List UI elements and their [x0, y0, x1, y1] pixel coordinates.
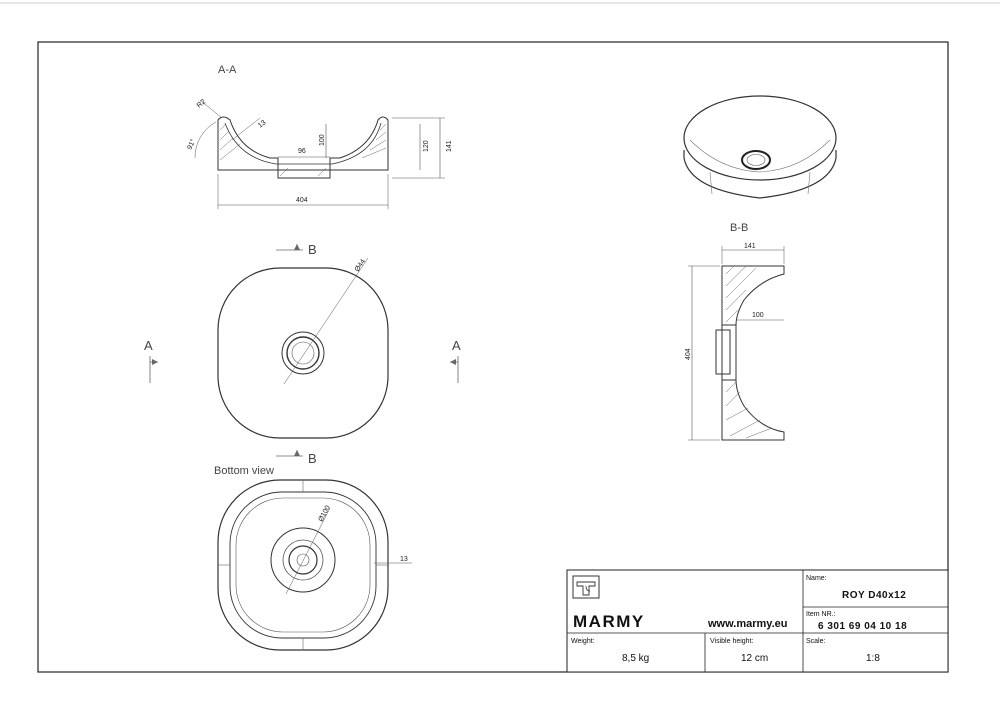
item-nr-value: 6 301 69 04 10 18	[818, 621, 907, 632]
weight-value: 8,5 kg	[622, 653, 649, 664]
aa-drain-width-dim: 96	[298, 148, 306, 155]
aa-wall-dim: 13	[257, 119, 268, 129]
aa-height-120-dim: 120	[423, 140, 430, 152]
scale-label: Scale:	[806, 638, 826, 645]
cut-a-left-label: A	[144, 338, 153, 353]
bottom-wall-dim: 13	[400, 556, 408, 563]
aa-radius-dim: R2	[196, 98, 207, 109]
title-block: MARMY www.marmy.eu Name: ROY D40x12 Item…	[566, 569, 949, 673]
aa-inner-depth-dim: 100	[319, 134, 326, 146]
section-bb-view: B-B 141 100 404	[685, 222, 785, 441]
section-aa-view: A-A 404 141 120 100 96 13 R2	[186, 64, 453, 209]
bottom-view-title: Bottom view	[214, 465, 274, 477]
bb-height-dim: 141	[744, 243, 756, 250]
section-aa-title: A-A	[218, 64, 237, 76]
aa-angle-dim: 91°	[186, 138, 198, 151]
aa-width-dim: 404	[296, 197, 308, 204]
brand-name: MARMY	[573, 612, 645, 631]
marmy-logo-icon	[572, 575, 600, 599]
cut-a-right-label: A	[452, 338, 461, 353]
item-nr-label: Item NR.:	[806, 611, 836, 618]
top-view: Ø44 A A B B	[144, 242, 461, 466]
bottom-view: Bottom view Ø100 13	[214, 465, 412, 651]
drawing-frame	[37, 41, 949, 673]
bb-width-dim: 404	[685, 348, 692, 360]
visible-height-label: Visible height:	[710, 638, 754, 645]
aa-height-141-dim: 141	[446, 140, 453, 152]
scale-value: 1:8	[866, 653, 880, 664]
weight-label: Weight:	[571, 638, 595, 645]
visible-height-value: 12 cm	[741, 653, 768, 664]
bb-depth-dim: 100	[752, 312, 764, 319]
cut-b-top-label: B	[308, 242, 317, 257]
website-link[interactable]: www.marmy.eu	[707, 618, 787, 630]
name-value: ROY D40x12	[842, 590, 906, 601]
section-bb-title: B-B	[730, 222, 748, 234]
cut-b-bottom-label: B	[308, 451, 317, 466]
name-label: Name:	[806, 575, 827, 582]
isometric-view	[683, 95, 837, 199]
